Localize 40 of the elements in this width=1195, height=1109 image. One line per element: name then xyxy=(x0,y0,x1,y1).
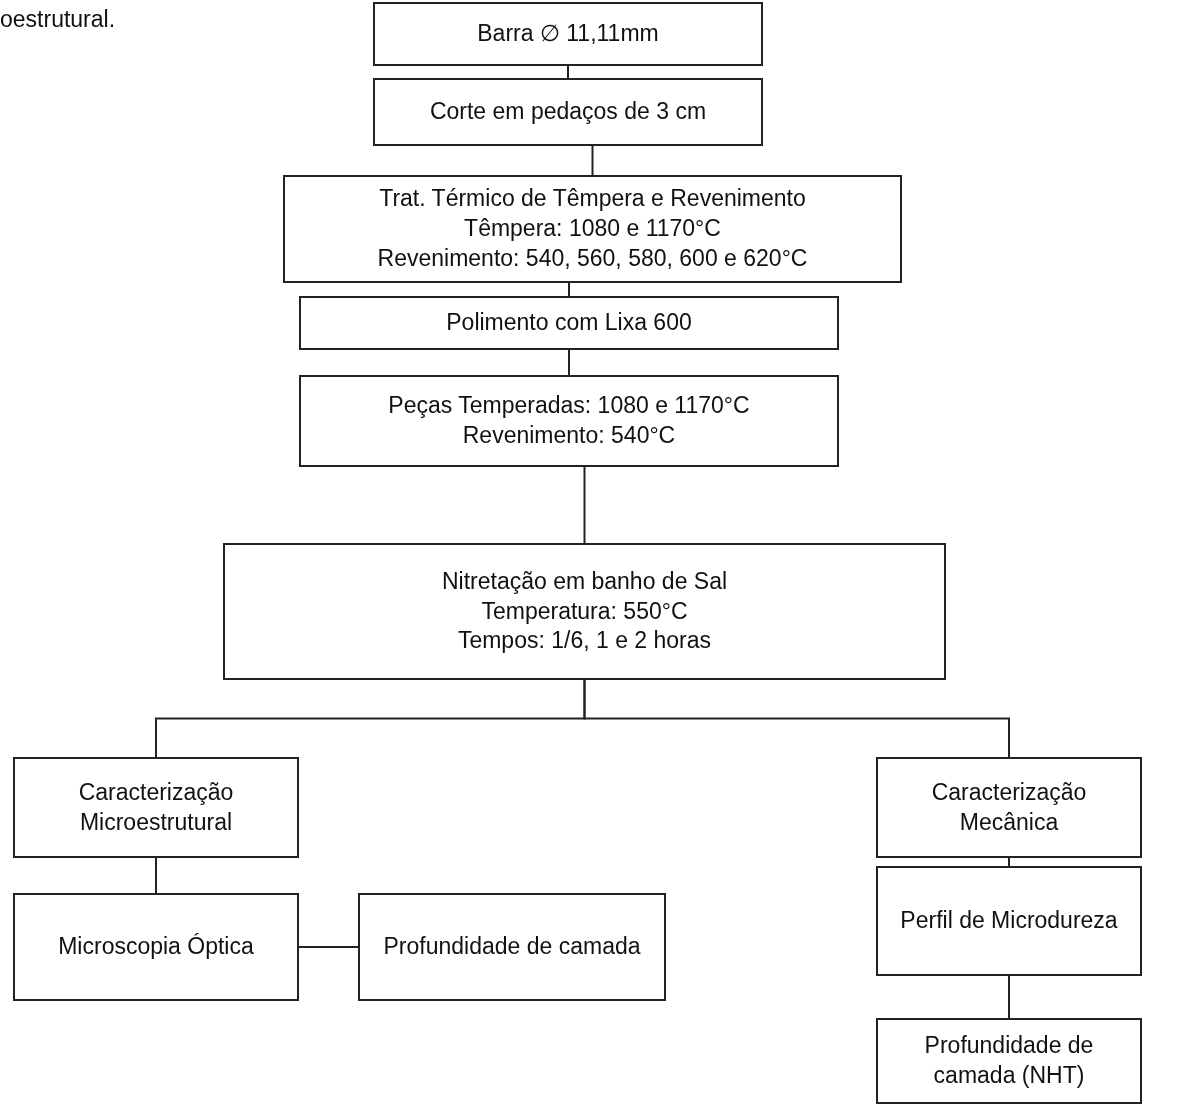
box-text: Peças Temperadas: 1080 e 1170°C xyxy=(388,391,750,421)
box-text: Temperatura: 550°C xyxy=(481,596,688,626)
connector-line xyxy=(567,65,569,79)
box-text: Caracterização Microestrutural xyxy=(77,777,235,837)
box-text: Corte em pedaços de 3 cm xyxy=(429,97,707,127)
box-text: Têmpera: 1080 e 1170°C xyxy=(464,214,721,244)
process-box xyxy=(876,866,1142,976)
process-box xyxy=(13,757,299,858)
process-box xyxy=(223,543,946,680)
box-text: Nitretação em banho de Sal xyxy=(441,566,728,596)
box-text: Polimento com Lixa 600 xyxy=(446,308,692,338)
connector-line xyxy=(568,349,570,376)
connector-line xyxy=(155,857,157,894)
box-text: Tempos: 1/6, 1 e 2 horas xyxy=(457,626,712,656)
process-box xyxy=(299,375,839,467)
box-text: Profundidade de camada xyxy=(383,932,641,962)
process-box xyxy=(373,78,763,146)
connector-line xyxy=(1008,857,1010,867)
process-box xyxy=(373,2,763,66)
connector-line xyxy=(583,466,586,544)
connector-line xyxy=(1008,975,1010,1019)
process-box xyxy=(876,1018,1142,1104)
box-text: Trat. Térmico de Têmpera e Revenimento xyxy=(379,184,806,214)
connector-line xyxy=(591,145,594,176)
process-box xyxy=(358,893,666,1001)
caption-fragment: oestrutural. xyxy=(0,6,116,33)
box-text: Revenimento: 540, 560, 580, 600 e 620°C xyxy=(377,243,808,273)
box-text: Barra ∅ 11,11mm xyxy=(477,19,659,49)
box-text: Profundidade de camada (NHT) xyxy=(923,1031,1095,1090)
connector-line xyxy=(583,679,1010,758)
process-box xyxy=(283,175,902,283)
process-box xyxy=(299,296,839,350)
box-text: Revenimento: 540°C xyxy=(462,421,676,450)
connector-line xyxy=(298,946,359,948)
process-box xyxy=(876,757,1142,858)
box-text: Perfil de Microdureza xyxy=(900,906,1118,936)
connector-line xyxy=(568,282,570,297)
process-box xyxy=(13,893,299,1001)
box-text: Microscopia Óptica xyxy=(58,932,254,962)
box-text: Caracterização Mecânica xyxy=(930,777,1088,837)
